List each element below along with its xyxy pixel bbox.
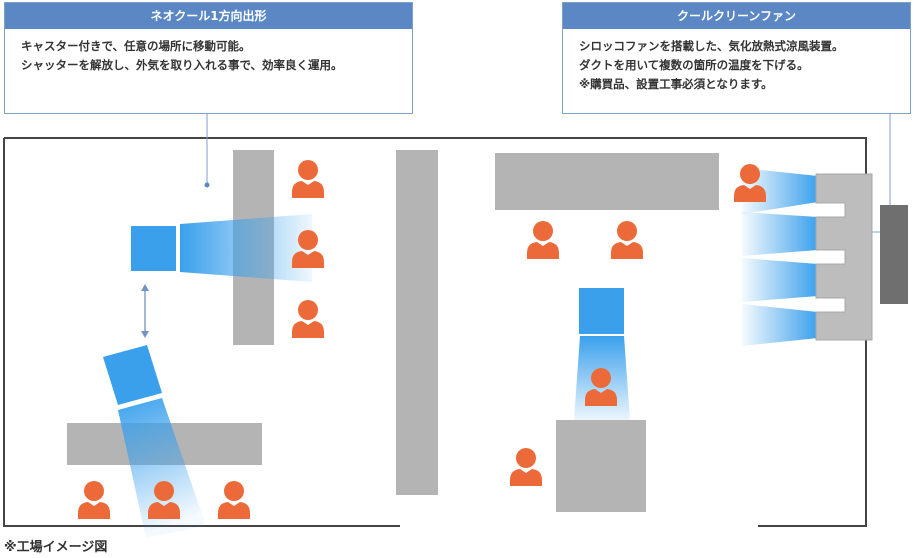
cool-clean-fan-duct (815, 173, 873, 341)
worker-person-icon (292, 160, 324, 198)
neocool-unit-3 (579, 288, 624, 334)
callout-coolclean: クールクリーンファン シロッコファンを搭載した、気化放熱式涼風装置。 ダクトを用… (562, 2, 911, 114)
move-double-arrow-icon (141, 284, 149, 338)
callout-neocool-title: ネオクール1方向出形 (5, 3, 412, 29)
worker-person-icon (527, 221, 559, 259)
airflow-neocool-2 (118, 398, 206, 538)
callout-coolclean-line: ダクトを用いて複数の箇所の温度を下げる。 (579, 58, 809, 72)
callout-neocool-body: キャスター付きで、任意の場所に移動可能。 シャッターを解放し、外気を取り入れる事… (5, 29, 412, 75)
callout-neocool-line: シャッターを解放し、外気を取り入れる事で、効率良く運用。 (21, 58, 343, 72)
callout-leader-left-dot (204, 182, 210, 188)
airflow-coolclean-2 (742, 212, 818, 256)
machine-horizontal-top (495, 153, 719, 210)
figure-caption: ※工場イメージ図 (4, 540, 108, 555)
worker-person-icon (611, 221, 643, 259)
callout-coolclean-body: シロッコファンを搭載した、気化放熱式涼風装置。 ダクトを用いて複数の箇所の温度を… (563, 29, 910, 94)
machine-bottom-right (556, 420, 646, 512)
callout-coolclean-line: ※購買品、設置工事必須となります。 (579, 77, 773, 91)
airflow-coolclean-1 (742, 168, 818, 214)
cool-clean-fan-body (880, 205, 908, 304)
worker-person-icon (510, 448, 542, 486)
callout-coolclean-title: クールクリーンファン (563, 3, 910, 29)
worker-person-icon (218, 481, 250, 519)
factory-floor-outline-left (3, 138, 400, 527)
neocool-unit-1 (131, 226, 176, 271)
machine-vertical-center (396, 150, 438, 495)
airflow-coolclean-3 (742, 258, 818, 302)
worker-person-icon (78, 481, 110, 519)
neocool-unit-2 (103, 345, 162, 405)
callout-neocool: ネオクール1方向出形 キャスター付きで、任意の場所に移動可能。 シャッターを解放… (4, 2, 413, 114)
airflow-coolclean-4 (742, 304, 818, 346)
callout-coolclean-line: シロッコファンを搭載した、気化放熱式涼風装置。 (579, 39, 844, 53)
callout-neocool-line: キャスター付きで、任意の場所に移動可能。 (21, 39, 251, 53)
worker-person-icon (292, 300, 324, 338)
airflow-neocool-1 (180, 214, 312, 282)
